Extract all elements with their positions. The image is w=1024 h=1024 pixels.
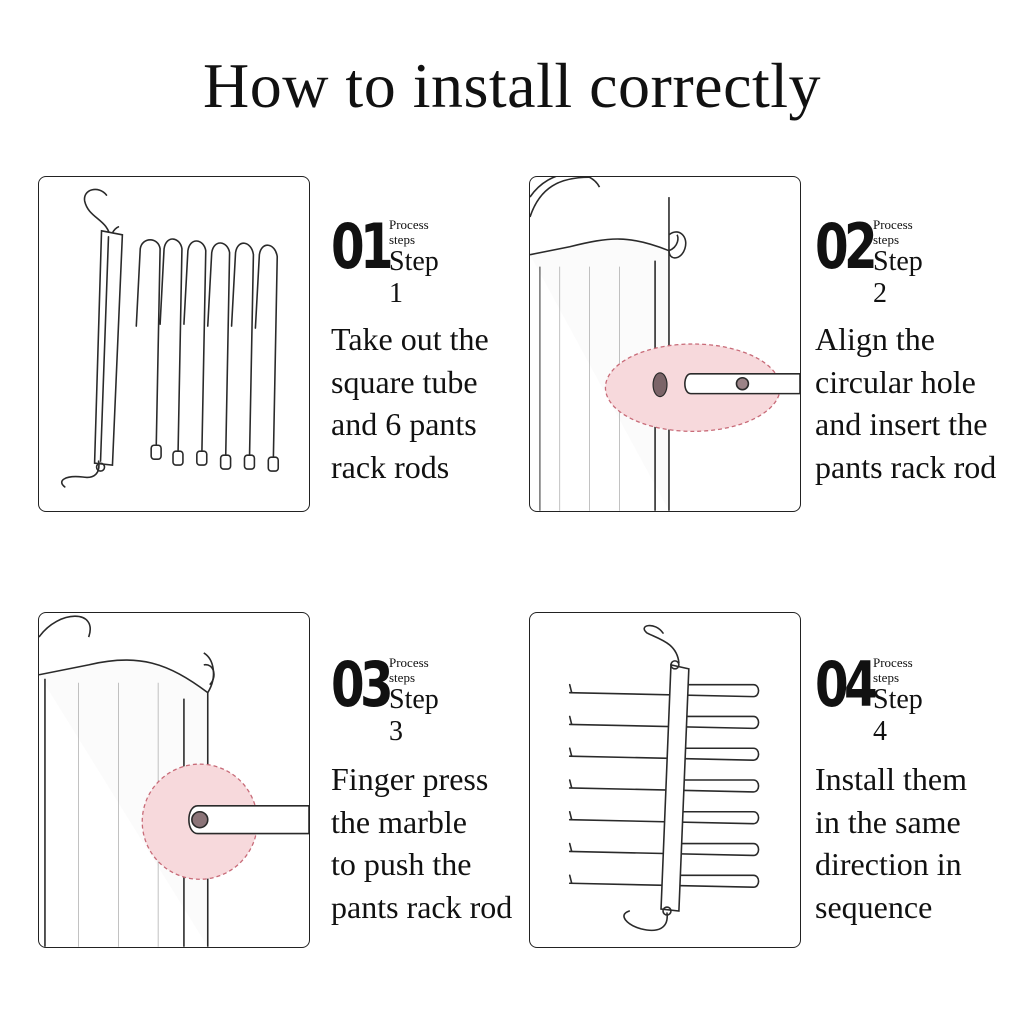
step-3-process-label: Process steps <box>389 655 429 685</box>
step-2-number: 02 <box>815 210 878 283</box>
step-4-illustration <box>529 612 801 948</box>
step-4-process-label: Process steps <box>873 655 913 685</box>
assembled-rack-drawing <box>568 624 760 932</box>
tube-and-rods-drawing <box>60 188 280 488</box>
step-4-label: Step 4 <box>873 684 923 747</box>
marble <box>191 810 209 829</box>
page-title: How to install correctly <box>202 50 822 121</box>
step-2-label: Step 2 <box>873 246 923 309</box>
step-3-label: Step 3 <box>389 684 439 747</box>
step-2-description: Align the circular hole and insert the p… <box>815 321 997 485</box>
step-1-description: Take out the square tube and 6 pants rac… <box>331 321 489 485</box>
step-1-number: 01 <box>331 210 394 283</box>
step-3-number: 03 <box>331 648 394 721</box>
step-3-illustration <box>38 612 310 948</box>
step-2-process-label: Process steps <box>873 217 913 247</box>
step-1-label: Step 1 <box>389 246 439 309</box>
align-hole-drawing <box>530 177 800 511</box>
press-marble-drawing <box>39 615 309 947</box>
step-2-illustration <box>529 176 801 512</box>
step-1-process-label: Process steps <box>389 217 429 247</box>
step-1-illustration <box>38 176 310 512</box>
step-4-number: 04 <box>815 648 878 721</box>
step-3-description: Finger press the marble to push the pant… <box>331 761 513 925</box>
circular-hole <box>652 372 668 398</box>
step-4-description: Install them in the same direction in se… <box>815 761 967 925</box>
